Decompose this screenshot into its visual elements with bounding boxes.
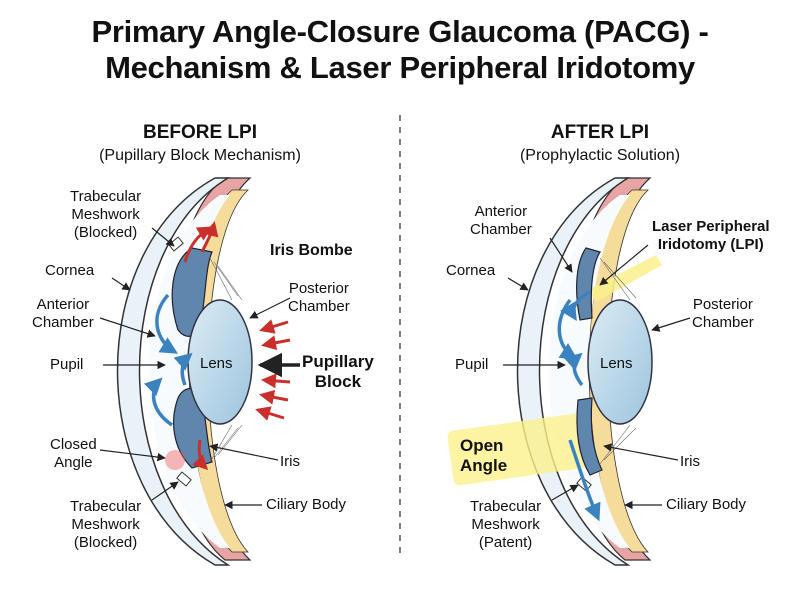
before-trabecular-bottom bbox=[176, 471, 192, 487]
after-label-open-angle: Open Angle bbox=[460, 436, 508, 475]
before-closed-angle-glow bbox=[165, 450, 185, 470]
after-iris-lower bbox=[576, 397, 603, 476]
before-label-cornea: Cornea bbox=[45, 262, 95, 279]
before-subheading: (Pupillary Block Mechanism) bbox=[99, 147, 301, 164]
after-label-ciliary-body: Ciliary Body bbox=[666, 496, 747, 513]
before-blue-flow bbox=[143, 293, 193, 427]
after-label-iris: Iris bbox=[680, 453, 700, 470]
before-heading: BEFORE LPI bbox=[142, 122, 257, 143]
main-title: Primary Angle-Closure Glaucoma (PACG) - … bbox=[0, 14, 800, 86]
before-leaders bbox=[99, 227, 291, 510]
after-iris-upper bbox=[576, 247, 601, 321]
before-red-flow bbox=[183, 221, 291, 471]
before-anterior-chamber bbox=[148, 195, 230, 548]
after-open-angle-highlight bbox=[447, 413, 588, 486]
after-label-anterior-chamber: Anterior Chamber bbox=[470, 203, 532, 238]
after-label-lens: Lens bbox=[600, 355, 633, 372]
before-label-pupillary-block: Pupillary Block bbox=[302, 352, 374, 391]
before-label-pupil: Pupil bbox=[50, 356, 84, 373]
before-zonules bbox=[209, 257, 243, 463]
before-eye bbox=[99, 177, 300, 566]
after-label-lpi: Laser Peripheral Iridotomy (LPI) bbox=[652, 218, 770, 253]
after-label-posterior-chamber: Posterior Chamber bbox=[692, 296, 754, 331]
after-label-cornea: Cornea bbox=[446, 262, 496, 279]
before-label-iris: Iris bbox=[280, 453, 300, 470]
before-label-ciliary-body: Ciliary Body bbox=[266, 496, 347, 513]
title-line-2: Mechanism & Laser Peripheral Iridotomy bbox=[105, 50, 695, 85]
before-label-anterior-chamber: Anterior Chamber bbox=[32, 296, 94, 331]
before-label-posterior-chamber: Posterior Chamber bbox=[288, 280, 350, 315]
before-label-closed-angle: Closed Angle bbox=[50, 436, 97, 471]
after-subheading: (Prophylactic Solution) bbox=[519, 147, 681, 164]
after-blue-flow bbox=[557, 290, 601, 522]
before-label-lens: Lens bbox=[200, 355, 233, 372]
after-label-pupil: Pupil bbox=[455, 356, 489, 373]
after-lens bbox=[587, 299, 653, 425]
before-label-trabecular-top: Trabecular Meshwork (Blocked) bbox=[70, 188, 142, 241]
after-label-trabecular: Trabecular Meshwork (Patent) bbox=[470, 498, 542, 551]
before-label-trabecular-bottom: Trabecular Meshwork (Blocked) bbox=[70, 498, 142, 551]
title-line-1: Primary Angle-Closure Glaucoma (PACG) - bbox=[91, 14, 709, 49]
before-label-iris-bombe: Iris Bombe bbox=[270, 242, 353, 259]
after-heading: AFTER LPI bbox=[550, 122, 650, 143]
after-leaders bbox=[503, 237, 691, 510]
before-cornea bbox=[116, 177, 231, 566]
after-zonules bbox=[599, 257, 637, 465]
after-lpi-highlight bbox=[588, 255, 662, 302]
after-eye bbox=[447, 177, 691, 566]
